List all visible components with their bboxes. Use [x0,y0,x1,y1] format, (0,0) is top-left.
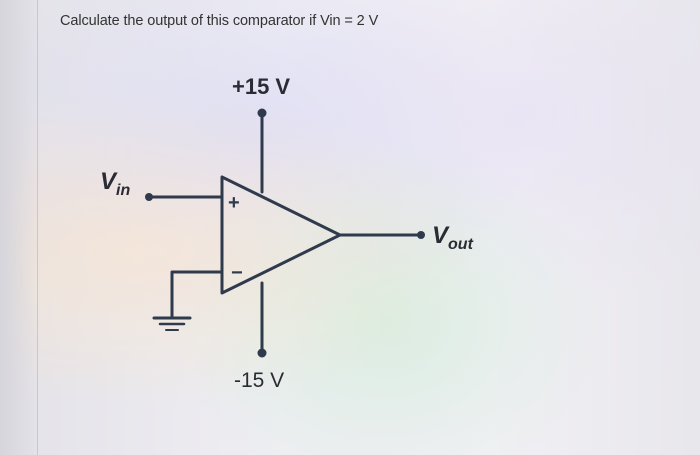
page-border [37,0,38,455]
output-voltage-label: Vout [432,222,473,253]
input-terminal [145,193,153,201]
positive-supply-label: +15 V [232,74,291,99]
negative-supply-label: -15 V [234,369,285,392]
page-edge-shadow [0,0,40,455]
output-label-subscript: out [448,236,473,253]
input-voltage-label: Vin [100,168,131,199]
ground-wire [170,270,224,320]
output-label-main: V [432,222,449,249]
negative-supply-terminal [257,348,267,358]
output-terminal [417,231,425,239]
inverting-symbol: − [231,262,243,284]
op-amp-triangle [220,175,342,295]
non-inverting-symbol: + [228,192,240,214]
input-label-subscript: in [116,182,131,199]
question-text: Calculate the output of this comparator … [60,13,379,29]
input-label-main: V [100,168,117,195]
positive-supply-terminal [257,108,267,118]
